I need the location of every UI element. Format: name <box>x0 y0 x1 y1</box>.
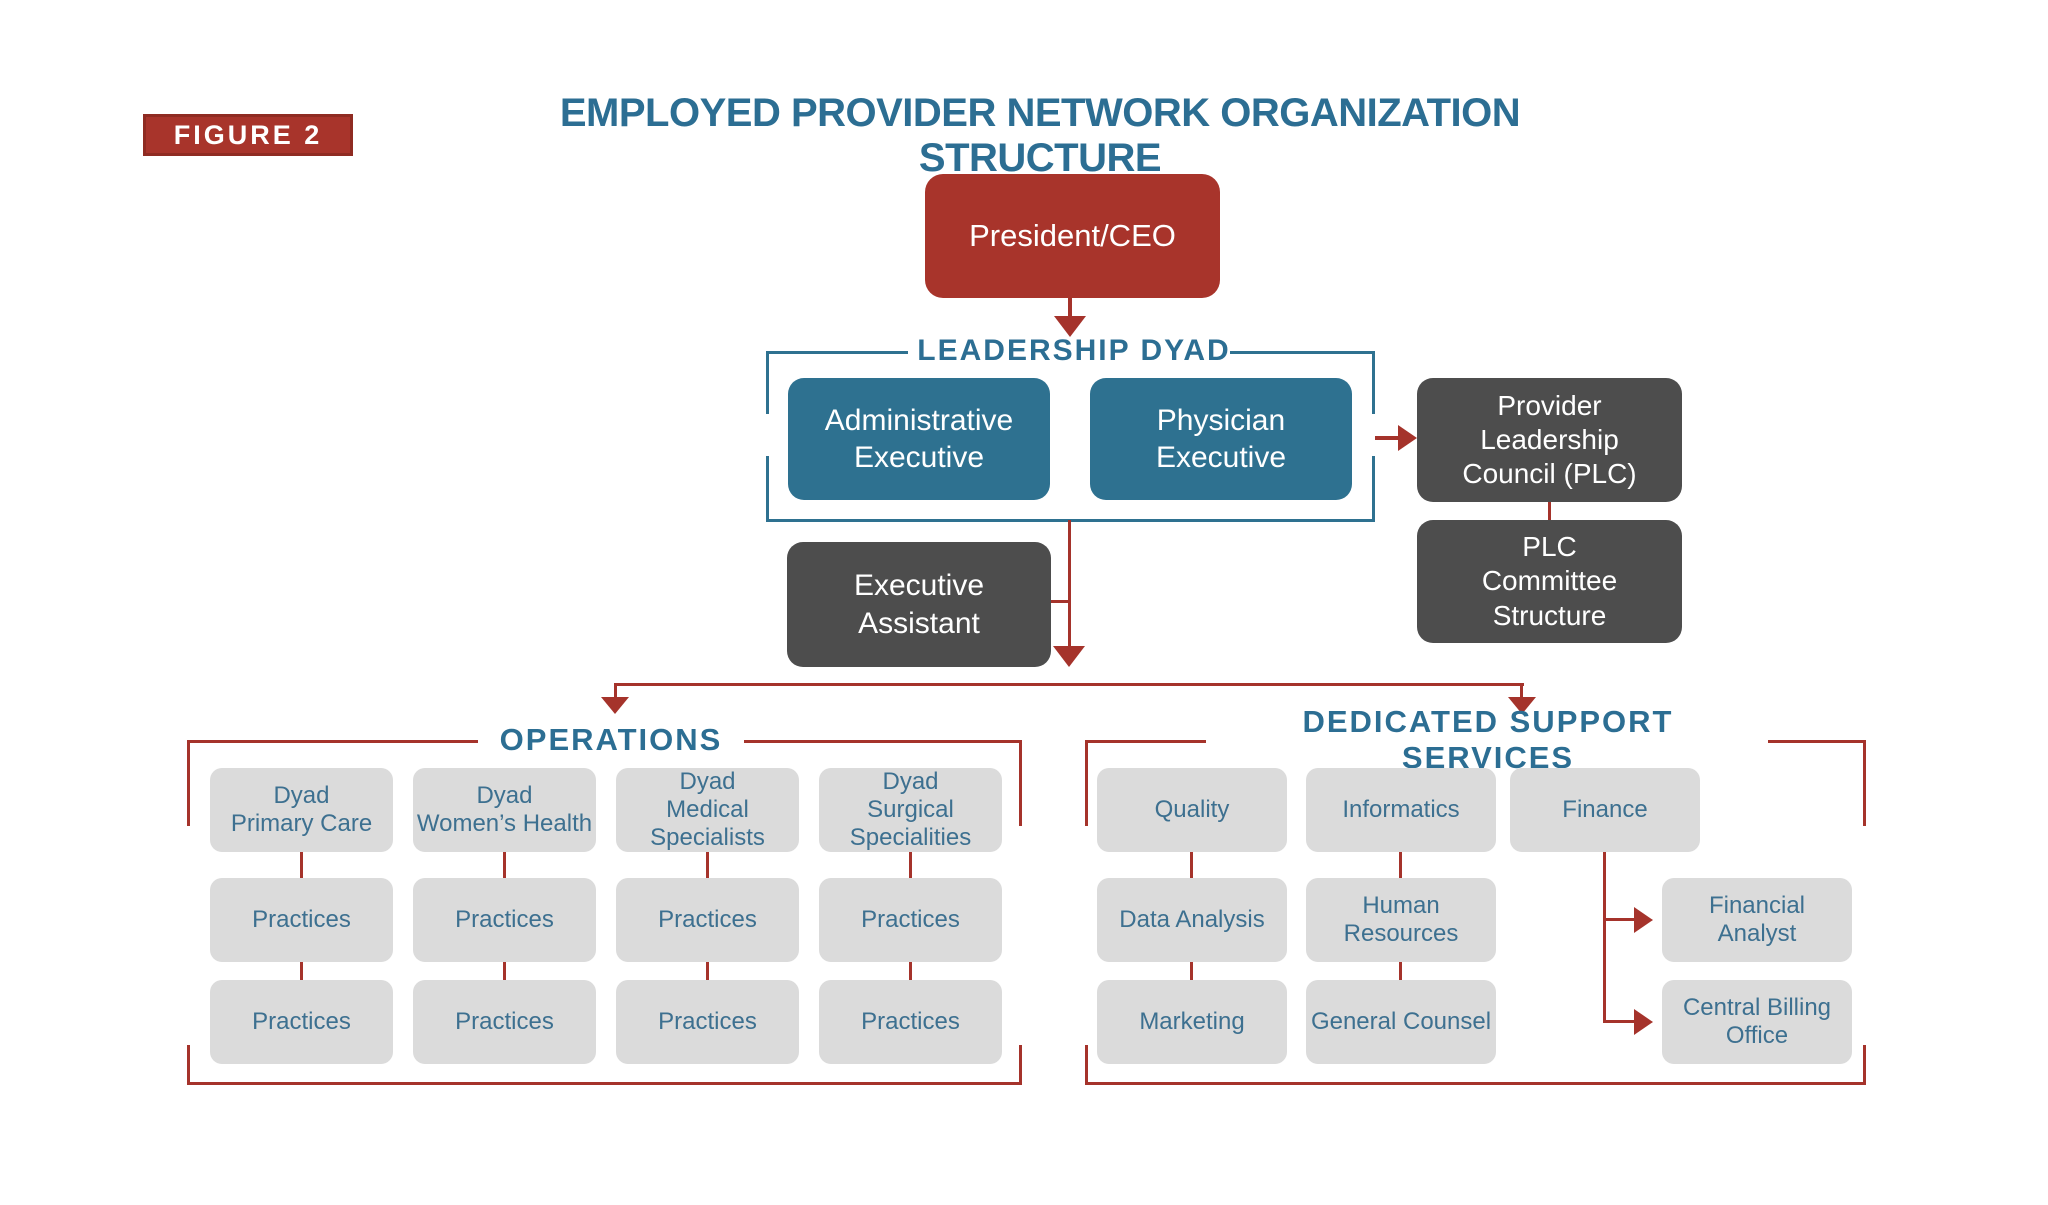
node-financial-analyst: Financial Analyst <box>1662 878 1852 962</box>
operations-frame-top-right <box>744 740 1022 743</box>
connector-plc-committee <box>1548 502 1551 520</box>
dyad-bracket-right-lower <box>1372 456 1375 522</box>
operations-section-label: OPERATIONS <box>499 722 723 757</box>
connector-finance-billing <box>1603 1020 1635 1023</box>
node-dyad-medical-specialists: Dyad Medical Specialists <box>616 768 799 852</box>
connector-ops-col4-a <box>909 852 912 878</box>
node-practices: Practices <box>413 980 596 1064</box>
support-frame-top-right <box>1768 740 1866 743</box>
dyad-bracket-right-upper <box>1372 351 1375 414</box>
support-frame-bottom-right <box>1863 1045 1866 1085</box>
connector-ops-col2-a <box>503 852 506 878</box>
connector-split-left-drop <box>614 683 617 698</box>
support-frame-corner-left <box>1085 740 1088 826</box>
connector-finance-analyst <box>1603 918 1635 921</box>
dyad-bracket-left-upper <box>766 351 769 414</box>
node-plc-committee-structure: PLC Committee Structure <box>1417 520 1682 643</box>
node-dyad-womens-health: Dyad Women’s Health <box>413 768 596 852</box>
node-quality: Quality <box>1097 768 1287 852</box>
dyad-bracket-top-right <box>1230 351 1372 354</box>
connector-dyad-split <box>1068 520 1071 648</box>
node-physician-executive: Physician Executive <box>1090 378 1352 500</box>
dyad-bracket-left-lower <box>766 456 769 522</box>
leadership-dyad-label: LEADERSHIP DYAD <box>917 334 1231 367</box>
connector-finance-drop <box>1603 852 1606 1023</box>
operations-frame-bottom-left <box>187 1045 190 1085</box>
node-administrative-executive: Administrative Executive <box>788 378 1050 500</box>
operations-frame-corner-right <box>1019 740 1022 826</box>
connector-split-right-drop <box>1520 683 1523 698</box>
node-practices: Practices <box>616 980 799 1064</box>
node-practices: Practices <box>210 980 393 1064</box>
arrowhead-central-billing-icon <box>1634 1009 1653 1035</box>
arrowhead-ceo-dyad-icon <box>1054 316 1086 337</box>
operations-frame-bottom-right <box>1019 1045 1022 1085</box>
dyad-bracket-top-left <box>766 351 908 354</box>
support-frame-bottom-left <box>1085 1045 1088 1085</box>
arrowhead-operations-icon <box>601 697 629 714</box>
connector-ops-col2-b <box>503 962 506 980</box>
node-provider-leadership-council: Provider Leadership Council (PLC) <box>1417 378 1682 502</box>
node-practices: Practices <box>616 878 799 962</box>
operations-frame-bottom <box>187 1082 1022 1085</box>
node-practices: Practices <box>819 878 1002 962</box>
connector-sup-col2-b <box>1399 962 1402 980</box>
node-practices: Practices <box>819 980 1002 1064</box>
operations-frame-top-left <box>187 740 478 743</box>
connector-sup-col1-a <box>1190 852 1193 878</box>
operations-frame-corner-left <box>187 740 190 826</box>
node-informatics: Informatics <box>1306 768 1496 852</box>
support-frame-top-left <box>1085 740 1206 743</box>
node-general-counsel: General Counsel <box>1306 980 1496 1064</box>
connector-sup-col1-b <box>1190 962 1193 980</box>
arrowhead-dyad-plc-icon <box>1398 425 1417 451</box>
figure-label: FIGURE 2 <box>143 114 353 156</box>
node-dyad-primary-care: Dyad Primary Care <box>210 768 393 852</box>
connector-split-horizontal <box>614 683 1524 686</box>
connector-ops-col4-b <box>909 962 912 980</box>
connector-ops-col1-a <box>300 852 303 878</box>
node-human-resources: Human Resources <box>1306 878 1496 962</box>
arrowhead-financial-analyst-icon <box>1634 907 1653 933</box>
node-marketing: Marketing <box>1097 980 1287 1064</box>
connector-ops-col3-b <box>706 962 709 980</box>
node-executive-assistant: Executive Assistant <box>787 542 1051 667</box>
node-president-ceo: President/CEO <box>925 174 1220 298</box>
arrowhead-support-icon <box>1508 697 1536 714</box>
node-finance: Finance <box>1510 768 1700 852</box>
support-section-label: DEDICATED SUPPORT SERVICES <box>1302 704 1674 775</box>
connector-ops-col1-b <box>300 962 303 980</box>
node-dyad-surgical-specialities: Dyad Surgical Specialities <box>819 768 1002 852</box>
arrowhead-split-center-icon <box>1053 646 1085 667</box>
node-practices: Practices <box>413 878 596 962</box>
connector-exec-assistant-stub <box>1051 600 1070 603</box>
connector-sup-col2-a <box>1399 852 1402 878</box>
connector-dyad-plc <box>1375 436 1399 440</box>
connector-ops-col3-a <box>706 852 709 878</box>
page-title: EMPLOYED PROVIDER NETWORK ORGANIZATION S… <box>559 91 1521 180</box>
support-frame-bottom <box>1085 1082 1866 1085</box>
node-central-billing-office: Central Billing Office <box>1662 980 1852 1064</box>
node-practices: Practices <box>210 878 393 962</box>
connector-ceo-dyad <box>1068 298 1072 318</box>
node-data-analysis: Data Analysis <box>1097 878 1287 962</box>
support-frame-corner-right <box>1863 740 1866 826</box>
